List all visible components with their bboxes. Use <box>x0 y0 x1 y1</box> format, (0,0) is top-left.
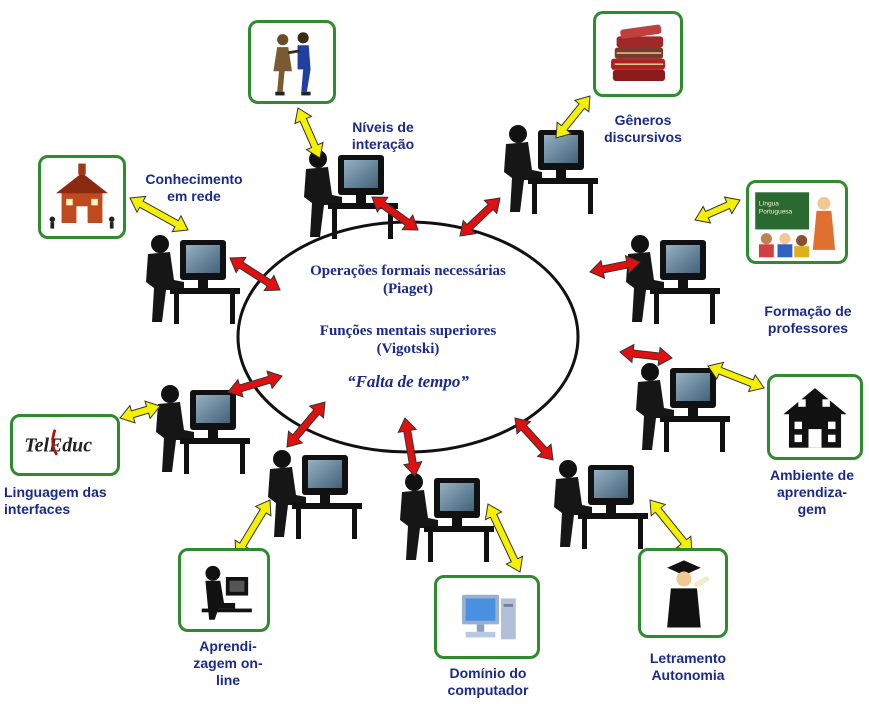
computer-user-silhouette-aprendizagem <box>268 450 362 539</box>
teleduc-logo-text: TelEduc <box>24 434 92 456</box>
red-arrow-ambiente <box>619 343 673 367</box>
label-formacao-professores: Formação de professores <box>764 303 852 336</box>
red-arrow-aprendizagem <box>286 401 326 448</box>
box-ambiente-aprendizagem <box>767 374 863 460</box>
red-arrow-dominio <box>397 417 423 477</box>
label-linguagem-interfaces: Linguagem das interfaces <box>4 484 107 517</box>
graduate-icon <box>667 560 710 628</box>
desktop-computer-icon <box>461 594 516 640</box>
computer-user-silhouette-dominio <box>400 473 494 562</box>
box-niveis-interacao <box>248 20 336 104</box>
box-letramento-autonomia <box>638 548 728 638</box>
books-icon <box>611 24 665 81</box>
label-letramento-autonomia: Letramento Autonomia <box>649 650 727 683</box>
school-house-icon <box>49 163 115 229</box>
box-conhecimento-rede <box>38 155 126 239</box>
computer-user-silhouette-formacao <box>626 235 720 324</box>
yellow-arrow-niveis <box>294 107 324 159</box>
box-aprendizagem-online <box>178 548 270 632</box>
red-arrow-generos <box>459 197 501 237</box>
house-icon <box>783 388 847 448</box>
computer-user-silhouette-generos <box>504 125 598 214</box>
label-ambiente-aprendizagem: Ambiente de aprendiza- gem <box>769 467 854 517</box>
computer-user-silhouette-niveis <box>304 150 398 239</box>
computer-user-silhouette-linguagem <box>156 385 250 474</box>
red-arrow-linguagem <box>227 370 283 398</box>
computer-user-silhouette-ambiente <box>636 363 730 452</box>
computer-user-silhouette-conhecimento <box>146 235 240 324</box>
yellow-arrow-conhecimento <box>129 195 189 233</box>
teleduc-logo-icon: TelEduc <box>24 429 92 456</box>
people-talking-icon <box>273 32 311 96</box>
yellow-arrow-dominio <box>484 503 524 573</box>
yellow-arrow-letramento <box>649 499 693 553</box>
yellow-arrow-aprendizagem <box>234 499 272 557</box>
label-generos-discursivos: Gêneros discursivos <box>604 112 682 145</box>
red-arrow-formacao <box>589 254 641 280</box>
yellow-arrow-ambiente <box>707 361 765 393</box>
label-aprendizagem-online: Aprendi- zagem on- line <box>193 638 263 688</box>
red-arrow-conhecimento <box>229 256 281 292</box>
yellow-arrow-linguagem <box>119 400 161 424</box>
center-text-piaget: Operações formais necessárias (Piaget) <box>310 263 506 297</box>
computer-user-silhouette-letramento <box>554 460 648 549</box>
red-arrow-letramento <box>514 417 554 461</box>
label-conhecimento-rede: Conhecimento em rede <box>145 171 243 204</box>
box-dominio-computador <box>434 575 540 659</box>
box-generos-discursivos <box>593 11 683 97</box>
label-dominio-computador: Domínio do computador <box>447 665 529 698</box>
yellow-arrow-generos <box>555 95 591 139</box>
center-text-falta-de-tempo: “Falta de tempo” <box>347 372 469 391</box>
box-linguagem-interfaces: TelEduc <box>10 414 120 476</box>
label-niveis-interacao: Níveis de interação <box>351 119 415 152</box>
yellow-arrow-formacao <box>694 196 741 224</box>
red-arrow-niveis <box>371 196 419 231</box>
student-computer-icon <box>201 565 252 620</box>
center-text-vigotski: Funções mentais superiores (Vigotski) <box>319 323 497 357</box>
